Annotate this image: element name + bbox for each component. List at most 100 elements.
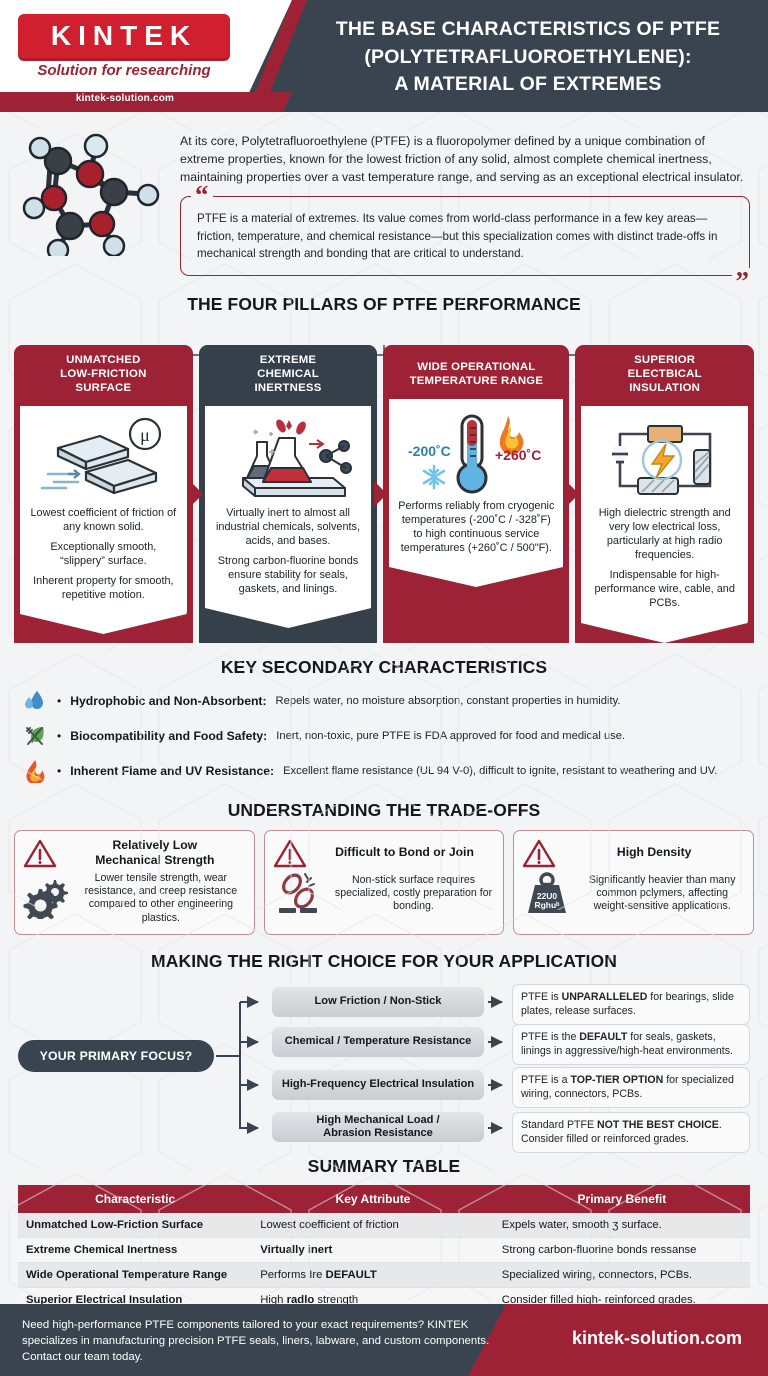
- weight-icon: 22U0 Rghuᵇ: [528, 871, 567, 913]
- tradeoff-3-title: High Density: [563, 845, 745, 859]
- electrical-circuit-icon: [588, 414, 741, 506]
- page-title-line3: A MATERIAL OF EXTREMES: [394, 73, 662, 96]
- table-row: Wide Operational Temperature Range Perfo…: [18, 1262, 750, 1288]
- tradeoffs-row: Relatively Low Mechanical Strength Lower…: [0, 829, 768, 935]
- logo-wordmark: KINTEK: [50, 20, 198, 51]
- table-cell-benefit: Specialized wiring, connectors, PCBs.: [493, 1262, 750, 1288]
- water-drop-icon: [22, 688, 48, 714]
- table-cell-characteristic: Extreme Chemical Inertness: [18, 1237, 253, 1263]
- logo-url-band: [0, 92, 292, 112]
- pillar-electrical-insulation: SUPERIOR ELECTBICAL INSULATION: [575, 345, 755, 643]
- table-row: Unmatched Low-Friction Surface Lowest co…: [18, 1212, 750, 1238]
- weight-value-line2: Rghuᵇ: [535, 900, 561, 910]
- flow-option-chemical-temperature[interactable]: Chemical / Temperature Resistance: [272, 1026, 484, 1057]
- footer-text: Need high-performance PTFE components ta…: [22, 1319, 490, 1363]
- pillar-2-text: Virtually inert to almost all industrial…: [212, 506, 365, 596]
- tradeoff-3-title-l1: High Density: [616, 845, 692, 860]
- pillar-2-title-l1: EXTREME: [259, 354, 317, 367]
- quote-open-icon: “: [191, 182, 213, 210]
- table-cell-attribute: Lowest coefficient of friction: [252, 1212, 494, 1238]
- tradeoff-3-desc: Significantly heavier than many common p…: [588, 873, 736, 913]
- pillar-3-text: Performs reliably from cryogenic tempera…: [396, 499, 556, 555]
- tradeoffs-section-title: UNDERSTANDING THE TRADE-OFFS: [227, 799, 541, 820]
- friction-plates-icon: μ: [27, 414, 180, 506]
- tradeoff-2-desc: Non-stick surface requires specialized, …: [334, 873, 493, 913]
- fork-and-leaf-icon: [22, 723, 48, 749]
- pillar-1-text: Lowest coefficient of friction of any kn…: [27, 506, 180, 602]
- pillar-4-header: SUPERIOR ELECTBICAL INSULATION: [575, 345, 755, 407]
- gears-icon: [23, 880, 68, 920]
- secondary-desc-3: Excellent flame resistance (UL 94 V-0), …: [283, 764, 718, 777]
- table-cell-attribute: Virtually inert: [252, 1237, 494, 1263]
- secondary-bullet-1: •: [57, 693, 62, 708]
- tradeoff-card-high-density: High Density 22U0 Rghuᵇ Significantly he…: [513, 829, 755, 935]
- table-cell-benefit: Strong carbon-fluorine bonds ressanse: [493, 1237, 750, 1263]
- lightning-bolt-icon: [650, 443, 676, 479]
- table-header-row: Characteristic Key Attribute Primary Ben…: [18, 1184, 750, 1213]
- page-title-line2: (POLYTETRAFLUOROETHYLENE):: [364, 45, 692, 68]
- flow-option-low-friction[interactable]: Low Friction / Non-Stick: [272, 986, 484, 1017]
- pillar-1-line1: Lowest coefficient of friction of any kn…: [30, 507, 177, 534]
- intro-paragraph: At its core, Polytetrafluoroethylene (PT…: [180, 134, 744, 185]
- pillar-4-line1: High dielectric strength and very low el…: [598, 507, 731, 562]
- pillar-2-line1: Virtually inert to almost all industrial…: [215, 507, 361, 548]
- table-col-primary-benefit: Primary Benefit: [493, 1184, 750, 1213]
- flow-arrows: [216, 995, 503, 1134]
- pillar-1-title-l3: SURFACE: [75, 382, 132, 395]
- secondary-item-hydrophobic: • Hydrophobic and Non-Absorbent: Repels …: [22, 688, 746, 714]
- tradeoff-1-title: Relatively Low Mechanical Strength: [64, 838, 246, 867]
- flow-option-electrical-insulation[interactable]: High-Frequency Electrical Insulation: [272, 1069, 484, 1100]
- pillar-3-line1: Performs reliably from cryogenic tempera…: [398, 500, 555, 555]
- tradeoff-1-title-l1: Relatively Low: [112, 838, 198, 853]
- temp-hot-label: +260˚C: [495, 447, 541, 463]
- tradeoff-card-bonding: Difficult to Bond or Join Non-sti: [263, 829, 505, 935]
- pillar-2-line2: Strong carbon-fluorine bonds ensure stab…: [217, 555, 359, 596]
- logo-tagline: Solution for researching: [37, 62, 211, 79]
- friction-coefficient-symbol: μ: [141, 425, 151, 445]
- footer-url[interactable]: kintek-solution.com: [571, 1328, 742, 1348]
- summary-table: Characteristic Key Attribute Primary Ben…: [18, 1184, 750, 1313]
- tradeoff-1-title-l2: Mechanical Strength: [95, 852, 215, 867]
- intro-quote-text: PTFE is a material of extremes. Its valu…: [197, 212, 718, 260]
- decision-flow: YOUR PRIMARY FOCUS? Low Friction / Non-S…: [0, 980, 768, 1154]
- intro-section: At its core, Polytetrafluoroethylene (PT…: [0, 112, 768, 296]
- secondary-bullet-2: •: [57, 728, 62, 743]
- kintek-logo: KINTEK: [18, 14, 230, 58]
- flow-result-electrical-insulation: PTFE is a TOP-TIER OPTION for specialize…: [512, 1066, 750, 1109]
- snowflake-icon: [423, 464, 446, 490]
- pillars-section: UNMATCHED LOW-FRICTION SURFACE: [0, 345, 768, 643]
- table-section-title: SUMMARY TABLE: [307, 1155, 461, 1176]
- table-cell-characteristic: Wide Operational Temperature Range: [18, 1262, 253, 1288]
- tradeoff-card-mechanical-strength: Relatively Low Mechanical Strength Lower…: [14, 829, 255, 935]
- table-row: Extreme Chemical Inertness Virtually ine…: [18, 1237, 750, 1263]
- thermometer-icon: +260˚C -200˚C: [396, 407, 556, 499]
- flow-result-mechanical-load: Standard PTFE NOT THE BEST CHOICE. Consi…: [512, 1111, 750, 1154]
- quote-close-icon: ”: [731, 268, 753, 296]
- flow-option-mechanical-load[interactable]: High Mechanical Load / Abrasion Resistan…: [272, 1111, 484, 1142]
- warning-triangle-icon: [273, 839, 306, 867]
- pillar-1-header: UNMATCHED LOW-FRICTION SURFACE: [14, 345, 193, 407]
- warning-triangle-icon: [23, 839, 57, 867]
- secondary-label-1: Hydrophobic and Non-Absorbent:: [70, 693, 267, 708]
- tradeoff-2-title-l1: Difficult to Bond or Join: [335, 845, 474, 860]
- secondary-section-title: KEY SECONDARY CHARACTERISTICS: [220, 656, 548, 677]
- pillar-1-title-l2: LOW-FRICTION: [60, 368, 147, 381]
- secondary-label-2: Biocompatibility and Food Safety:: [70, 728, 268, 743]
- pillars-row: UNMATCHED LOW-FRICTION SURFACE: [0, 345, 768, 643]
- secondary-item-flame-uv: • Inherent Flame and UV Resistance: Exce…: [22, 758, 746, 784]
- flow-result-chemical-temperature: PTFE is the DEFAULT for seals, gaskets, …: [512, 1023, 750, 1066]
- primary-focus-pill[interactable]: YOUR PRIMARY FOCUS?: [18, 1039, 214, 1072]
- secondary-desc-2: Inert, non-toxic, pure PTFE is FDA appro…: [276, 729, 626, 742]
- warning-triangle-icon: [523, 839, 556, 867]
- footer-accent-panel: [468, 1304, 768, 1376]
- ptfe-molecule-icon: [22, 133, 160, 256]
- pillars-section-title: THE FOUR PILLARS OF PTFE PERFORMANCE: [187, 294, 581, 315]
- pillar-3-chevron-icon: [566, 480, 580, 507]
- intro-text-block: At its core, Polytetrafluoroethylene (PT…: [180, 126, 753, 296]
- pillar-1-title-l1: UNMATCHED: [66, 354, 141, 367]
- pillar-4-line2: Indispensable for high-performance wire,…: [594, 569, 735, 610]
- pillar-temperature-range: WIDE OPERATIONAL TEMPERATURE RANGE: [383, 345, 580, 643]
- flow-result-low-friction: PTFE is UNPARALLELED for bearings, slide…: [512, 983, 750, 1026]
- pillar-3-header: WIDE OPERATIONAL TEMPERATURE RANGE: [383, 345, 570, 400]
- flow-section-title: MAKING THE RIGHT CHOICE FOR YOUR APPLICA…: [151, 950, 617, 971]
